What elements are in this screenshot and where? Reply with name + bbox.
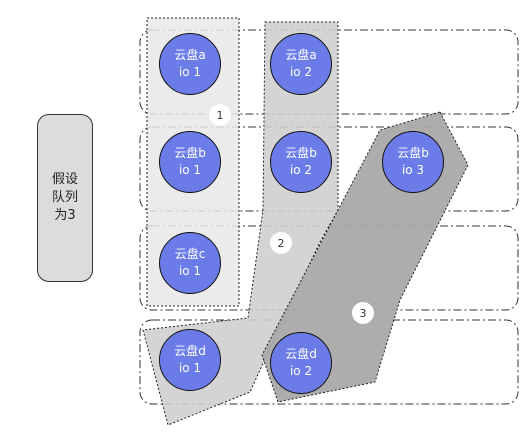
node-disk-label: 云盘d (174, 344, 206, 358)
node-io-label: io 1 (178, 163, 202, 177)
node-disk-d-io-2: 云盘d io 2 (270, 332, 332, 394)
group-3-badge: 3 (352, 302, 374, 324)
node-disk-a-io-2: 云盘a io 2 (270, 33, 332, 95)
node-disk-label: 云盘b (397, 146, 429, 160)
queue-label-line2: 队列 (51, 190, 78, 205)
node-disk-b-io-2: 云盘b io 2 (270, 131, 332, 193)
node-io-label: io 1 (178, 361, 202, 375)
node-disk-label: 云盘b (285, 146, 317, 160)
node-disk-label: 云盘a (285, 48, 317, 62)
group-1-badge: 1 (209, 104, 231, 126)
node-disk-label: 云盘b (174, 146, 206, 160)
node-disk-c-io-1: 云盘c io 1 (159, 232, 221, 294)
queue-label-line3: 为3 (54, 208, 76, 223)
group-1-label: 1 (216, 108, 224, 122)
node-io-label: io 3 (401, 163, 425, 177)
group-2-badge: 2 (270, 232, 292, 254)
group-2-label: 2 (277, 236, 285, 250)
node-disk-d-io-1: 云盘d io 1 (159, 329, 221, 391)
group-3-label: 3 (359, 306, 367, 320)
node-io-label: io 1 (178, 65, 202, 79)
node-io-label: io 2 (289, 163, 313, 177)
node-disk-label: 云盘a (174, 48, 206, 62)
node-disk-b-io-1: 云盘b io 1 (159, 131, 221, 193)
group-2-region (142, 21, 339, 426)
node-io-label: io 1 (178, 264, 202, 278)
node-disk-a-io-1: 云盘a io 1 (159, 33, 221, 95)
node-disk-label: 云盘c (174, 247, 206, 261)
node-io-label: io 2 (289, 65, 313, 79)
node-disk-label: 云盘d (285, 347, 317, 361)
node-disk-b-io-3: 云盘b io 3 (382, 131, 444, 193)
queue-label-line1: 假设 (51, 172, 78, 187)
queue-size-box: 假设 队列 为3 (37, 114, 93, 282)
node-io-label: io 2 (289, 364, 313, 378)
